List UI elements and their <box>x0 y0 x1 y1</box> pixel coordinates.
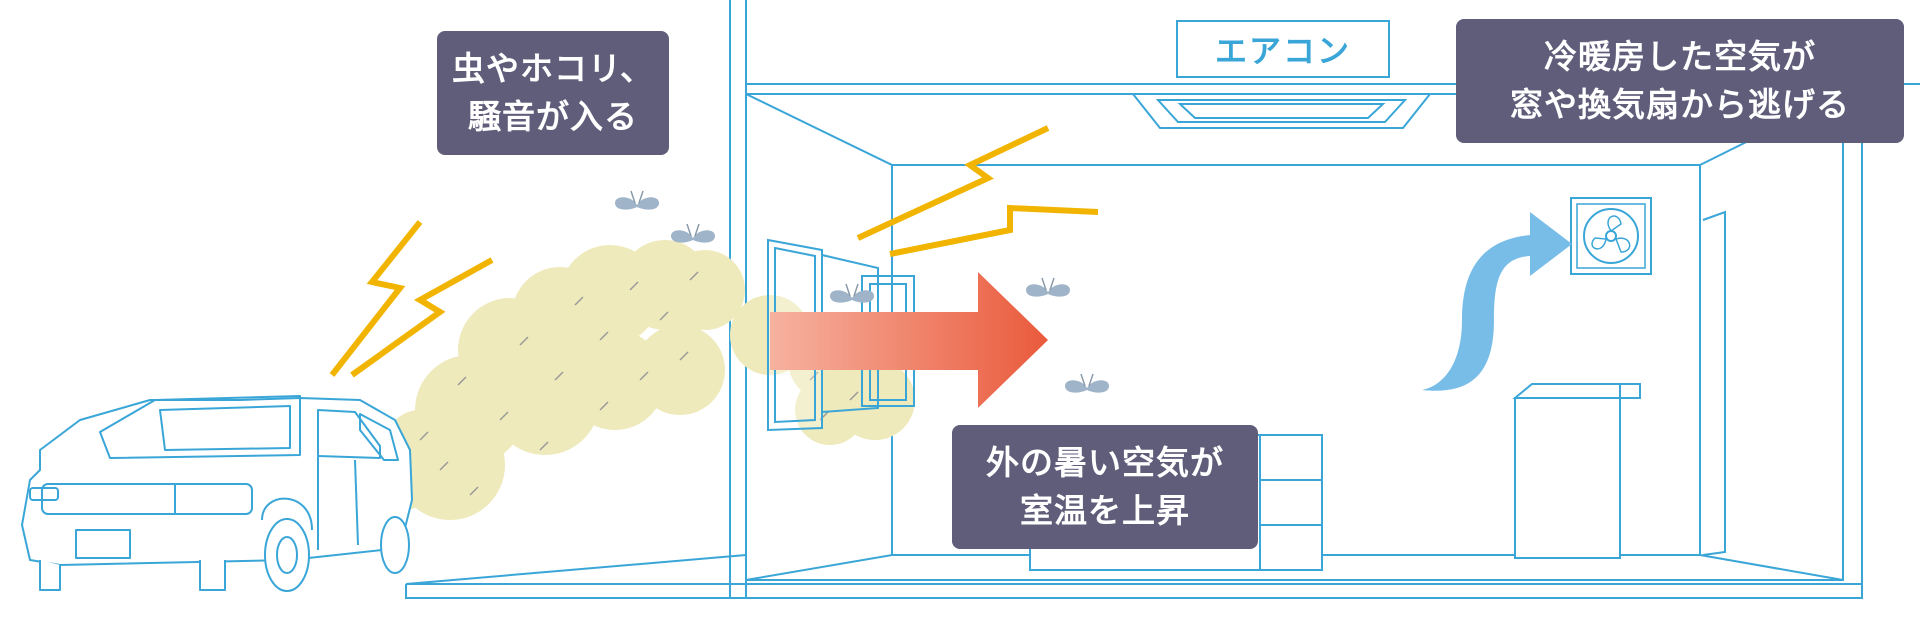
car-icon <box>21 395 413 592</box>
escape-arrow-icon <box>1422 212 1572 391</box>
bug-icon <box>1025 277 1071 298</box>
air-escape-line-2: 窓や換気扇から逃げる <box>1510 85 1850 124</box>
aircon-label: エアコン <box>1176 20 1390 78</box>
ventilation-fan-icon <box>1570 197 1652 275</box>
hot-air-line-2: 室温を上昇 <box>1020 491 1190 530</box>
air-escape-label: 冷暖房した空気が 窓や換気扇から逃げる <box>1456 19 1904 143</box>
bug-icon <box>670 223 716 244</box>
hot-air-label: 外の暑い空気が 室温を上昇 <box>952 425 1258 549</box>
bugs-noise-line-1: 虫やホコリ、 <box>451 49 655 88</box>
bug-icon <box>614 190 660 211</box>
heat-arrow-icon <box>770 272 1048 408</box>
bug-icon <box>1064 373 1110 394</box>
air-conditioner-icon <box>1130 93 1433 129</box>
dust-cloud-icon <box>380 240 915 520</box>
hot-air-line-1: 外の暑い空気が <box>986 443 1224 482</box>
bug-icon <box>829 283 875 304</box>
refrigerator-icon <box>1512 383 1641 559</box>
air-escape-line-1: 冷暖房した空気が <box>1544 37 1816 76</box>
bugs-noise-label: 虫やホコリ、 騒音が入る <box>437 31 669 155</box>
lightning-icon <box>329 125 1099 378</box>
bugs-noise-line-2: 騒音が入る <box>468 97 638 136</box>
